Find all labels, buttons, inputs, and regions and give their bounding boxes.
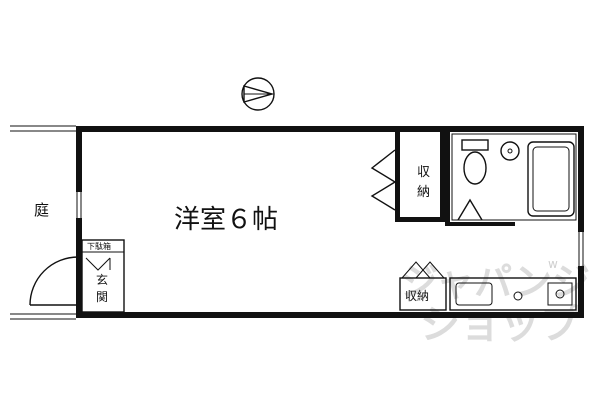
entrance-door	[29, 256, 79, 306]
storage-upper-label-2: 納	[417, 185, 430, 200]
entrance-area: 下駄箱 玄 関	[81, 239, 125, 313]
kitchen-counter	[449, 277, 577, 311]
garden-area: 庭	[10, 125, 76, 320]
toilet-tank-icon	[461, 139, 489, 151]
storage-lower: 収納	[399, 261, 447, 311]
storage-upper-label-1: 収	[417, 165, 430, 180]
toilet-bowl-icon	[463, 151, 487, 185]
right-window	[578, 232, 584, 266]
watermark-line1: ジャパンジ	[400, 260, 590, 304]
entrance-label-2: 関	[96, 290, 108, 304]
watermark-mark: w	[548, 257, 558, 271]
bathtub-icon	[527, 141, 575, 217]
faucet-icon	[513, 291, 523, 301]
entrance-label-1: 玄	[96, 272, 108, 287]
western-room-label: 洋室６帖	[174, 205, 278, 235]
outer-walls	[76, 126, 584, 318]
stove-icon	[547, 282, 573, 306]
watermark-line2: ショップ	[420, 302, 580, 348]
bathroom-unit	[445, 132, 577, 226]
shoe-box-label: 下駄箱	[87, 241, 111, 251]
storage-lower-label: 収納	[405, 289, 429, 303]
north-arrow-icon	[241, 77, 275, 111]
left-window	[76, 192, 82, 218]
bath-door-icon	[457, 198, 483, 221]
storage-upper: 収 納	[370, 132, 445, 222]
kitchen-sink-icon	[455, 282, 493, 306]
sink-icon	[500, 141, 520, 161]
garden-label: 庭	[34, 201, 49, 219]
